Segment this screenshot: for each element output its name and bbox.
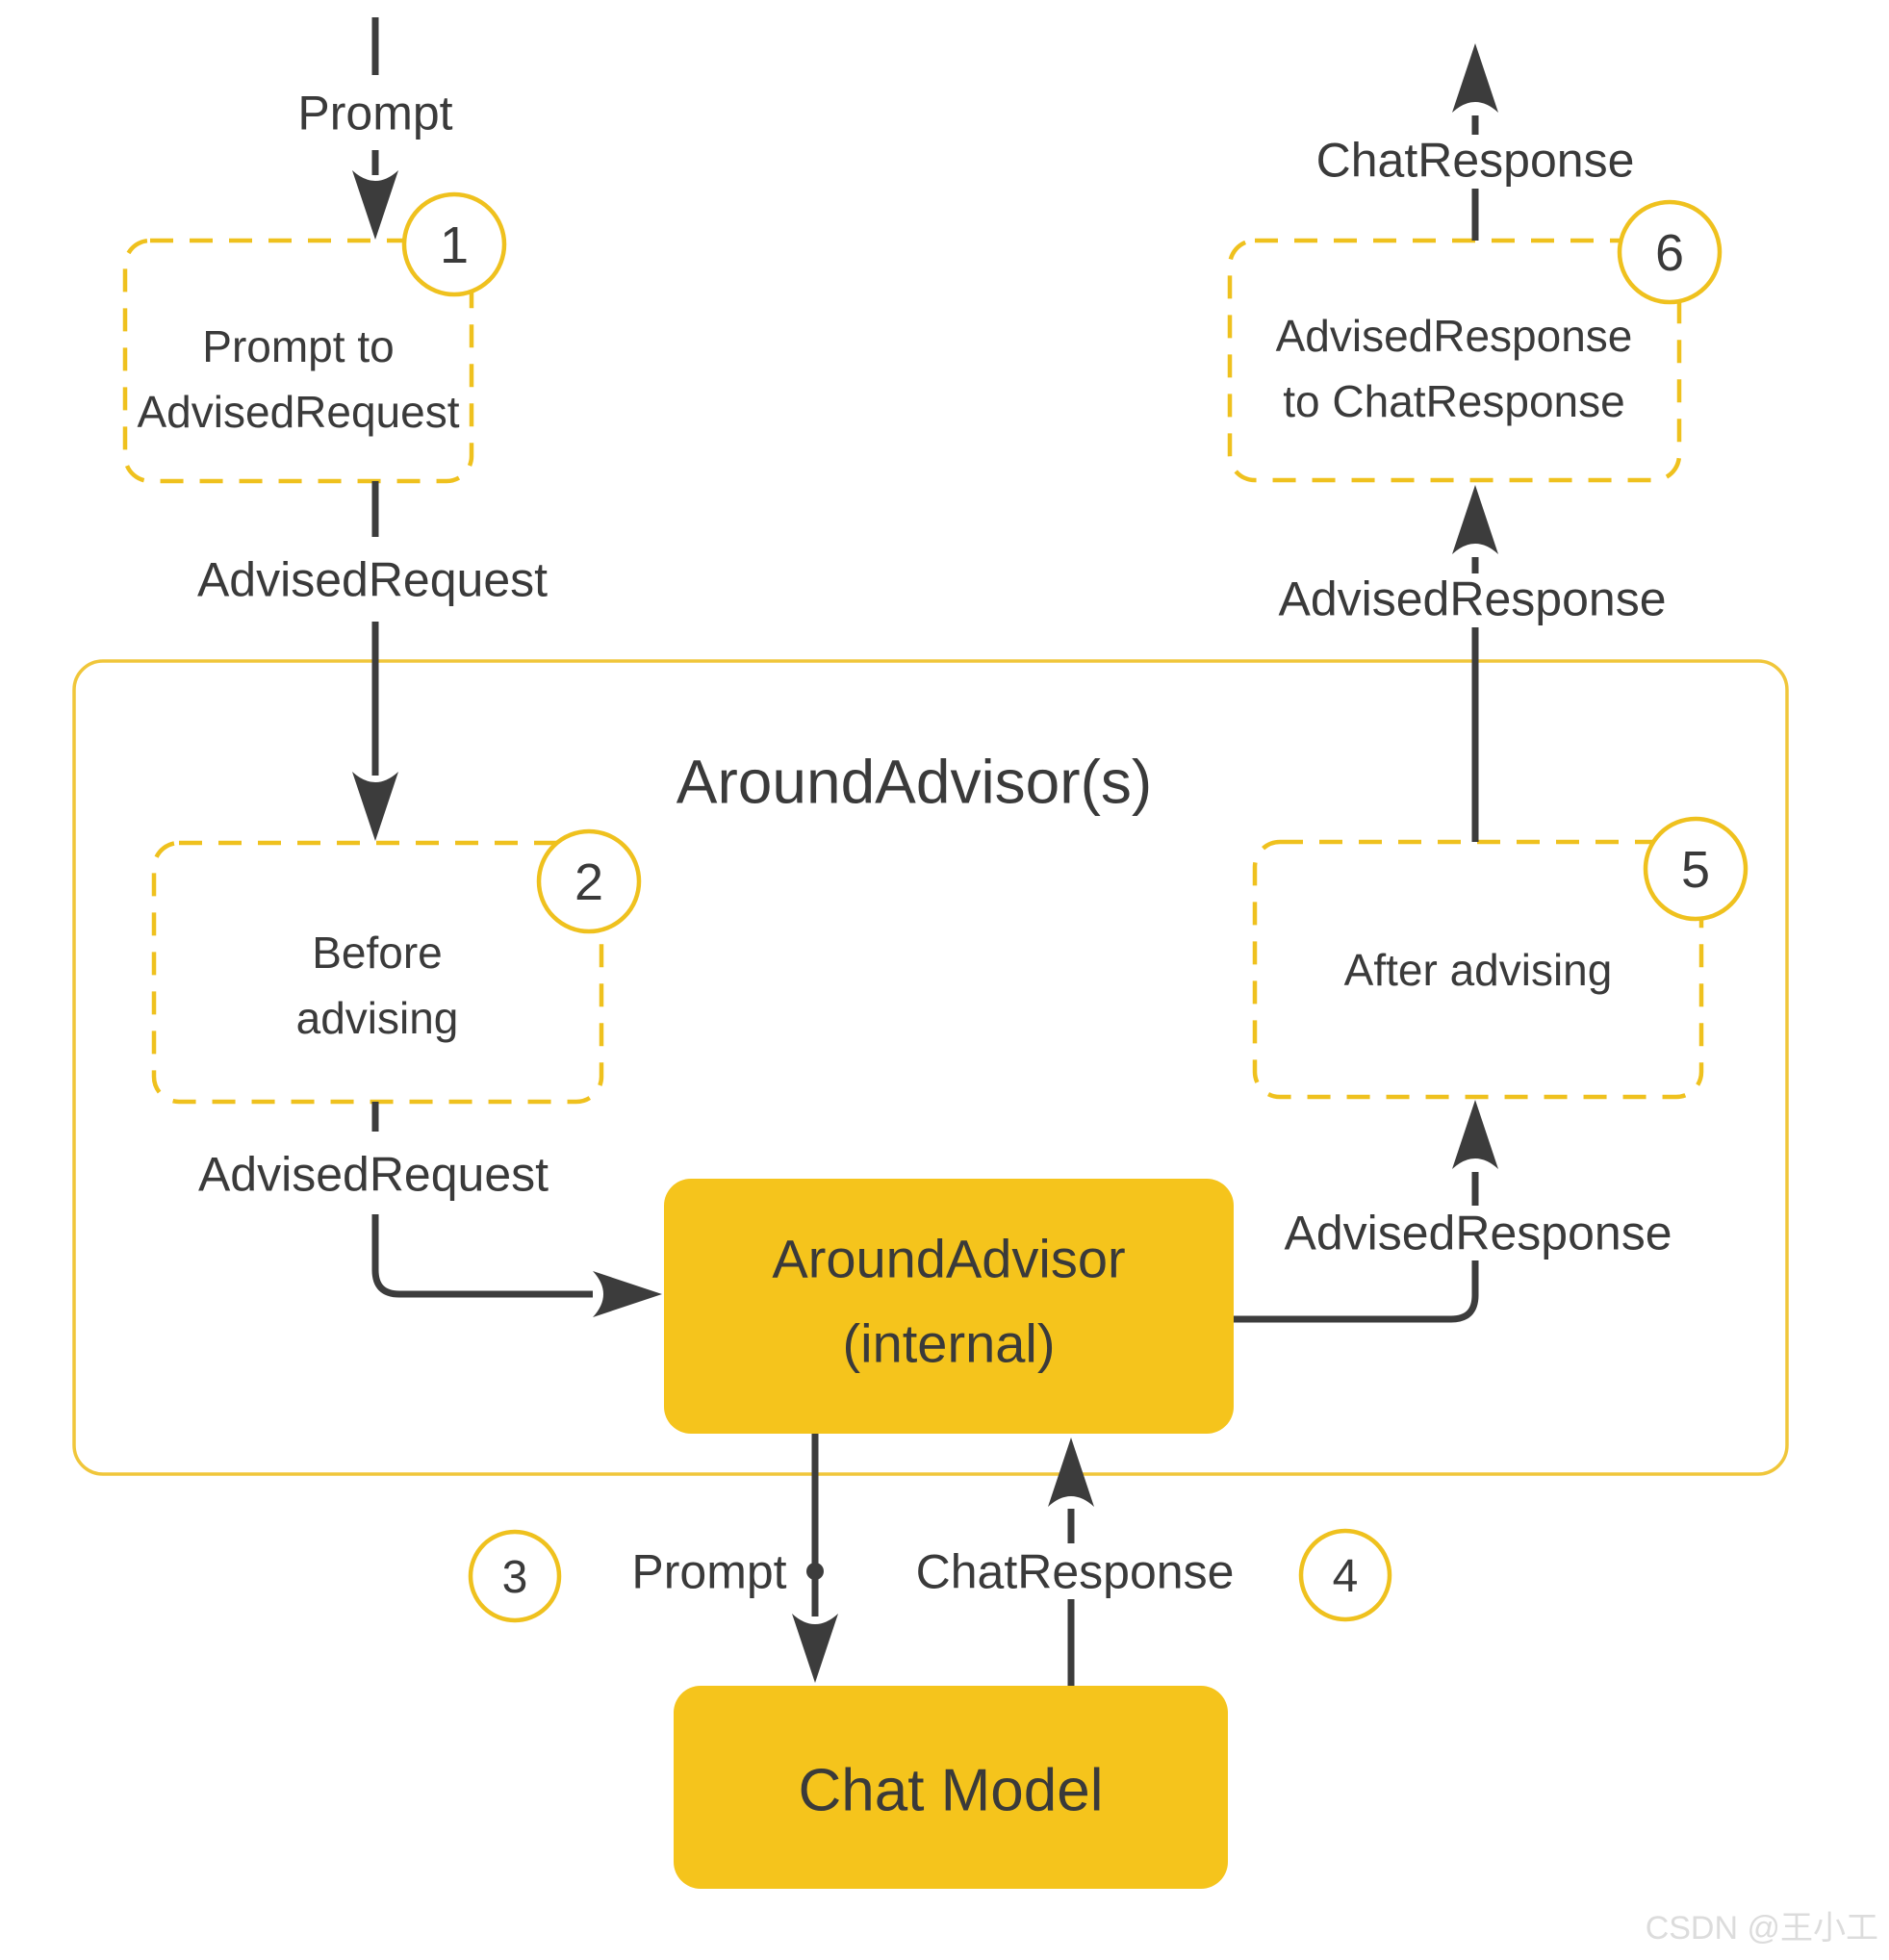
- edge-label: AdvisedRequest: [198, 1148, 549, 1202]
- badge-number: 2: [574, 853, 603, 911]
- edge-label: Prompt: [297, 87, 452, 140]
- arrowhead-down-icon: [352, 772, 398, 841]
- arrowhead-up-icon: [1048, 1438, 1094, 1507]
- arrowhead-up-icon: [1452, 485, 1498, 554]
- edge-elbow-line: [371, 1214, 593, 1298]
- badge-circle: [536, 828, 642, 934]
- edge-advised-request-lower: AdvisedRequest: [198, 1102, 662, 1317]
- node-prompt-to-advised-request-border: [122, 238, 474, 484]
- arrowhead-down-icon: [792, 1614, 838, 1683]
- label-backdrop: [893, 1547, 1257, 1597]
- badge-number: 6: [1655, 224, 1684, 282]
- node-label: (internal): [843, 1313, 1056, 1374]
- watermark: CSDN @王小工: [1646, 1910, 1878, 1947]
- badge-step-2: 2: [536, 828, 642, 934]
- badge-step-5: 5: [1643, 816, 1749, 922]
- node-label: Prompt to: [202, 321, 394, 371]
- badge-circle: [1617, 199, 1723, 305]
- around-advisors-title: AroundAdvisor(s): [676, 747, 1152, 816]
- node-label: to ChatResponse: [1283, 376, 1624, 426]
- badge-number: 1: [440, 216, 469, 274]
- arrowhead-up-icon: [1452, 43, 1498, 113]
- badge-step-1: 1: [401, 191, 507, 297]
- edge-label: Prompt: [631, 1545, 786, 1599]
- node-around-advisor-internal: AroundAdvisor (internal): [664, 1179, 1234, 1434]
- edge-prompt-in: Prompt: [297, 17, 453, 240]
- badge-circle: [1643, 816, 1749, 922]
- edge-prompt-to-chat-model: Prompt: [631, 1434, 838, 1683]
- node-label: AroundAdvisor: [772, 1229, 1125, 1289]
- node-chat-model: Chat Model: [674, 1686, 1228, 1889]
- node-around-advisor-internal-shape: [664, 1179, 1234, 1434]
- arrowhead-right-icon: [593, 1271, 662, 1317]
- node-label: AdvisedResponse: [1276, 311, 1633, 361]
- edge-label: AdvisedRequest: [197, 553, 548, 607]
- badge-circle: [1298, 1528, 1392, 1622]
- edge-elbow-line: [1234, 1260, 1479, 1323]
- edge-label: AdvisedResponse: [1278, 573, 1666, 626]
- around-advisors-container: AroundAdvisor(s): [72, 659, 1789, 1476]
- badge-number: 5: [1681, 841, 1710, 899]
- node-prompt-to-advised-request: Prompt to AdvisedRequest: [122, 238, 474, 484]
- badge-number: 3: [502, 1552, 528, 1603]
- badge-circle: [468, 1529, 562, 1623]
- node-label: Chat Model: [798, 1758, 1103, 1824]
- node-advised-response-to-chat-response-border: [1227, 238, 1682, 483]
- edge-advised-request-upper: AdvisedRequest: [197, 481, 548, 841]
- badge-number: 4: [1333, 1551, 1359, 1602]
- edge-advised-response-outer: AdvisedResponse: [1278, 485, 1667, 842]
- node-label: advising: [296, 993, 459, 1043]
- around-advisors-container-border: [72, 659, 1789, 1476]
- node-label: AdvisedRequest: [138, 387, 460, 437]
- badge-step-6: 6: [1617, 199, 1723, 305]
- node-label: After advising: [1344, 945, 1613, 995]
- node-after-advising: After advising: [1252, 839, 1704, 1100]
- edge-advised-response-inner: AdvisedResponse: [1234, 1100, 1672, 1323]
- edge-chat-response-from-chat-model: ChatResponse: [893, 1438, 1257, 1686]
- edge-chat-response-out: ChatResponse: [1316, 43, 1635, 241]
- arrowhead-up-icon: [1452, 1100, 1498, 1169]
- badge-step-3: 3: [468, 1529, 562, 1623]
- node-advised-response-to-chat-response: AdvisedResponse to ChatResponse: [1227, 238, 1682, 483]
- edge-label: AdvisedResponse: [1284, 1207, 1672, 1260]
- node-chat-model-shape: [674, 1686, 1228, 1889]
- waypoint-dot-icon: [806, 1563, 824, 1580]
- badge-step-4: 4: [1298, 1528, 1392, 1622]
- edge-label: ChatResponse: [916, 1545, 1235, 1599]
- node-label: Before: [312, 928, 443, 978]
- edge-label: ChatResponse: [1316, 134, 1635, 188]
- node-before-advising: Before advising: [151, 840, 604, 1105]
- badge-circle: [401, 191, 507, 297]
- arrowhead-down-icon: [352, 170, 398, 240]
